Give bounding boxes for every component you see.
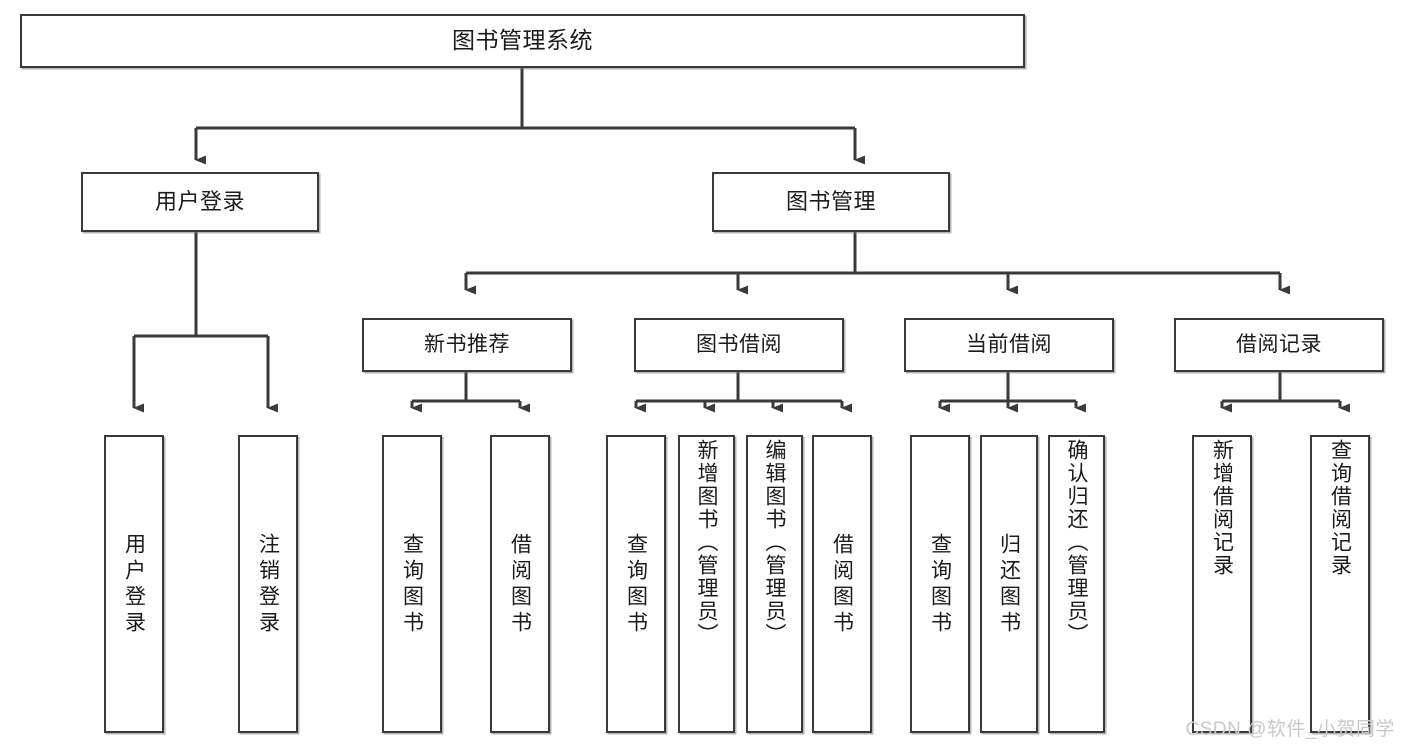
leaf-user-login-label: 用户登录: [122, 533, 146, 637]
leaf-borrow-add-book[interactable]: 新增图书（管理员）: [678, 435, 735, 733]
leaf-newbooks-borrow-book[interactable]: 借阅图书: [490, 435, 550, 733]
node-borrow-records[interactable]: 借阅记录: [1174, 318, 1384, 372]
node-user-login-label: 用户登录: [154, 189, 245, 215]
leaf-records-add-record-label: 新增借阅记录: [1210, 439, 1234, 577]
leaf-user-login[interactable]: 用户登录: [104, 435, 164, 733]
leaf-logout-label: 注销登录: [256, 533, 280, 637]
node-book-management[interactable]: 图书管理: [712, 172, 950, 232]
node-user-login[interactable]: 用户登录: [81, 172, 319, 232]
leaf-current-query-book-label: 查询图书: [928, 533, 952, 637]
leaf-logout[interactable]: 注销登录: [238, 435, 298, 733]
leaf-borrow-add-book-label: 新增图书（管理员）: [695, 439, 718, 646]
node-borrow-records-label: 借阅记录: [1236, 332, 1322, 356]
node-book-borrow[interactable]: 图书借阅: [634, 318, 844, 372]
leaf-borrow-borrow-book-label: 借阅图书: [830, 533, 854, 637]
leaf-records-add-record[interactable]: 新增借阅记录: [1192, 435, 1252, 733]
watermark: CSDN @软件_小贺同学: [1185, 719, 1395, 740]
leaf-borrow-edit-book[interactable]: 编辑图书（管理员）: [746, 435, 803, 733]
node-root[interactable]: 图书管理系统: [20, 14, 1025, 68]
leaf-borrow-query-book[interactable]: 查询图书: [606, 435, 666, 733]
leaf-borrow-edit-book-label: 编辑图书（管理员）: [763, 439, 786, 646]
node-book-borrow-label: 图书借阅: [696, 332, 782, 356]
leaf-current-confirm-return-label: 确认归还（管理员）: [1065, 439, 1088, 646]
node-new-book-recommend[interactable]: 新书推荐: [362, 318, 572, 372]
leaf-current-return-book-label: 归还图书: [997, 533, 1021, 637]
leaf-borrow-query-book-label: 查询图书: [624, 533, 648, 637]
node-root-label: 图书管理系统: [452, 27, 593, 54]
node-new-book-recommend-label: 新书推荐: [424, 332, 510, 356]
leaf-newbooks-query-book[interactable]: 查询图书: [382, 435, 442, 733]
leaf-newbooks-query-book-label: 查询图书: [400, 533, 424, 637]
node-book-management-label: 图书管理: [785, 189, 876, 215]
leaf-newbooks-borrow-book-label: 借阅图书: [508, 533, 532, 637]
node-current-borrow[interactable]: 当前借阅: [904, 318, 1114, 372]
leaf-current-return-book[interactable]: 归还图书: [980, 435, 1038, 733]
leaf-records-query-record-label: 查询借阅记录: [1328, 439, 1352, 577]
leaf-borrow-borrow-book[interactable]: 借阅图书: [812, 435, 872, 733]
leaf-current-query-book[interactable]: 查询图书: [910, 435, 970, 733]
leaf-current-confirm-return[interactable]: 确认归还（管理员）: [1048, 435, 1105, 733]
node-current-borrow-label: 当前借阅: [966, 332, 1052, 356]
leaf-records-query-record[interactable]: 查询借阅记录: [1310, 435, 1370, 733]
